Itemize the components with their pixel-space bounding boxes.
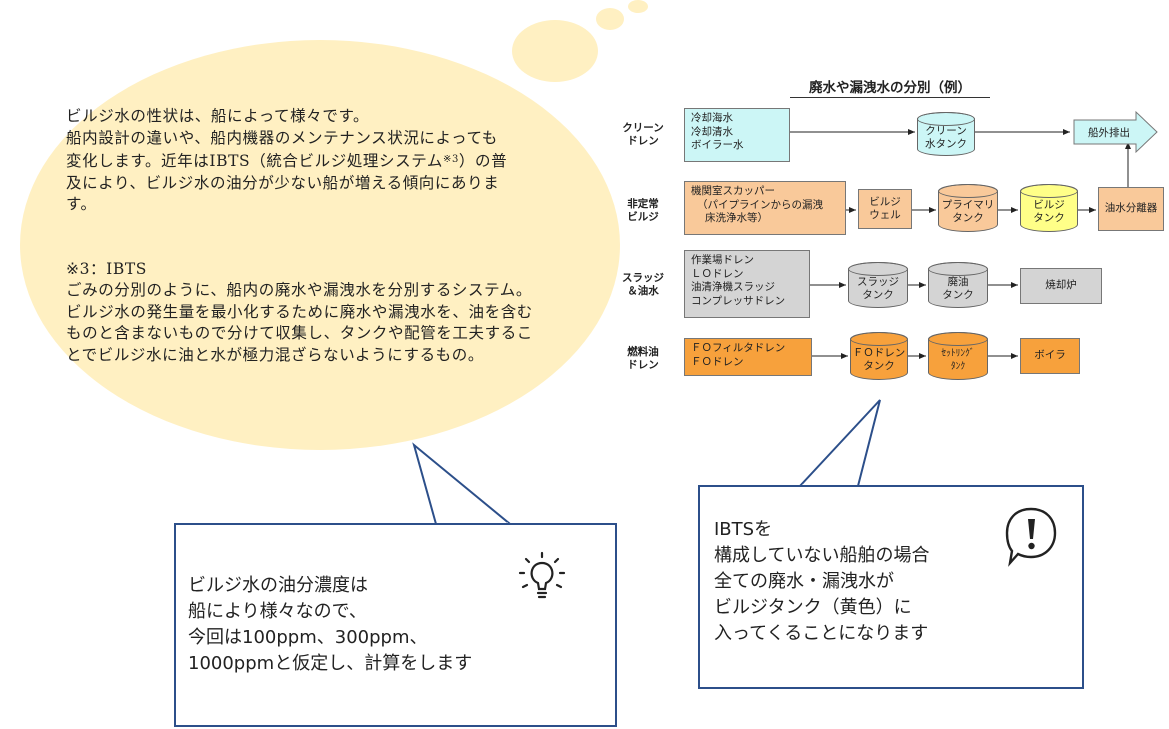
discharge-arrow [1073,110,1158,154]
discharge-label: 船外排出 [1088,127,1130,139]
callout-right: IBTSを 構成していない船舶の場合 全ての廃水・漏洩水が ビルジタンク（黄色）… [698,485,1084,689]
footnote-mark: ※3 [442,154,459,165]
cloud-bubble-small [628,0,648,13]
footnote-line: ごみの分別のように、船内の廃水や漏洩水を分別するシステム。 [66,281,532,299]
flow-arrows [790,110,1158,359]
callout-left: ビルジ水の油分濃度は 船により様々なので、 今回は100ppm、300ppm、 … [174,523,617,727]
callout-left-line: 船により様々なので、 [188,601,367,622]
callout-left-line: ビルジ水の油分濃度は [188,575,368,596]
callout-right-line: ビルジタンク（黄色）に [714,597,912,618]
footnote-title: ※3：IBTS [66,259,148,278]
exclamation-bubble-icon [1005,507,1057,567]
footnote-line: ビルジ水の発生量を最小化するために廃水や漏洩水を、油を含む [66,302,533,321]
incinerator-box: 焼却炉 [1020,268,1102,304]
row-label-fuel: 燃料油ドレン [627,346,659,371]
bilge-tank: ビルジタンク [1020,184,1078,232]
callout-left-line: 今回は100ppm、300ppm、 [188,627,428,648]
settling-tank: ｾｯﾄﾘﾝｸﾞﾀﾝｸ [928,332,988,380]
oil-water-separator-box: 油水分離器 [1098,187,1164,231]
clean-water-tank: クリーン水タンク [917,112,975,156]
bilge-well-box: ビルジウェル [858,189,912,229]
lightbulb-icon [518,551,566,599]
cloud-body [20,40,620,450]
note-line: ビルジ水の性状は、船によって様々です。 [66,107,370,125]
note-line: 船内設計の違いや、船内機器のメンテナンス状況によっても [66,128,498,147]
callout-right-line: 構成していない船舶の場合 [714,545,930,566]
sludge-tank: スラッジタンク [848,262,908,308]
callout-right-line: 全ての廃水・漏洩水が [714,571,894,592]
callout-right-line: IBTSを [714,519,773,540]
emergency-source-box: 機関室スカッパー （パイプラインからの漏洩 床洗浄水等） [684,181,846,235]
clean-source-box: 冷却海水冷却清水ボイラー水 [684,108,790,162]
diagram-title: 廃水や漏洩水の分別（例） [790,76,990,98]
footnote-line: ものと含まないもので分けて収集し、タンクや配管を工夫するこ [66,324,533,342]
row-label-clean: クリーンドレン [622,122,664,147]
row-label-sludge: スラッジ＆油水 [622,272,664,297]
note-text: ビルジ水の性状は、船によって様々です。 船内設計の違いや、船内機器のメンテナンス… [66,106,594,366]
cloud-bubble-medium [596,8,624,30]
boiler-box: ボイラ [1020,338,1080,374]
note-line: す。 [66,195,97,213]
drainage-diagram: 廃水や漏洩水の分別（例） クリーンドレン 冷却海水冷却清水ボイラー水 [612,70,1169,390]
row-label-emergency: 非定常ビルジ [627,198,659,223]
callout-right-line: 入ってくることになります [714,623,929,644]
cloud-bubble-large [512,20,598,82]
note-line: 及により、ビルジ水の油分が少ない船が増える傾向にありま [66,173,500,192]
fo-drain-tank: ＦＯドレンタンク [850,332,908,380]
waste-oil-tank: 廃油タンク [928,262,988,308]
primary-tank: プライマリタンク [938,184,998,232]
note-line: 変化します。近年はIBTS（統合ビルジ処理システム※3）の普 [66,152,508,170]
footnote-line: とでビルジ水に油と水が極力混ざらないようにするもの。 [66,345,484,364]
callout-left-line: 1000ppmと仮定し、計算をします [188,653,473,674]
